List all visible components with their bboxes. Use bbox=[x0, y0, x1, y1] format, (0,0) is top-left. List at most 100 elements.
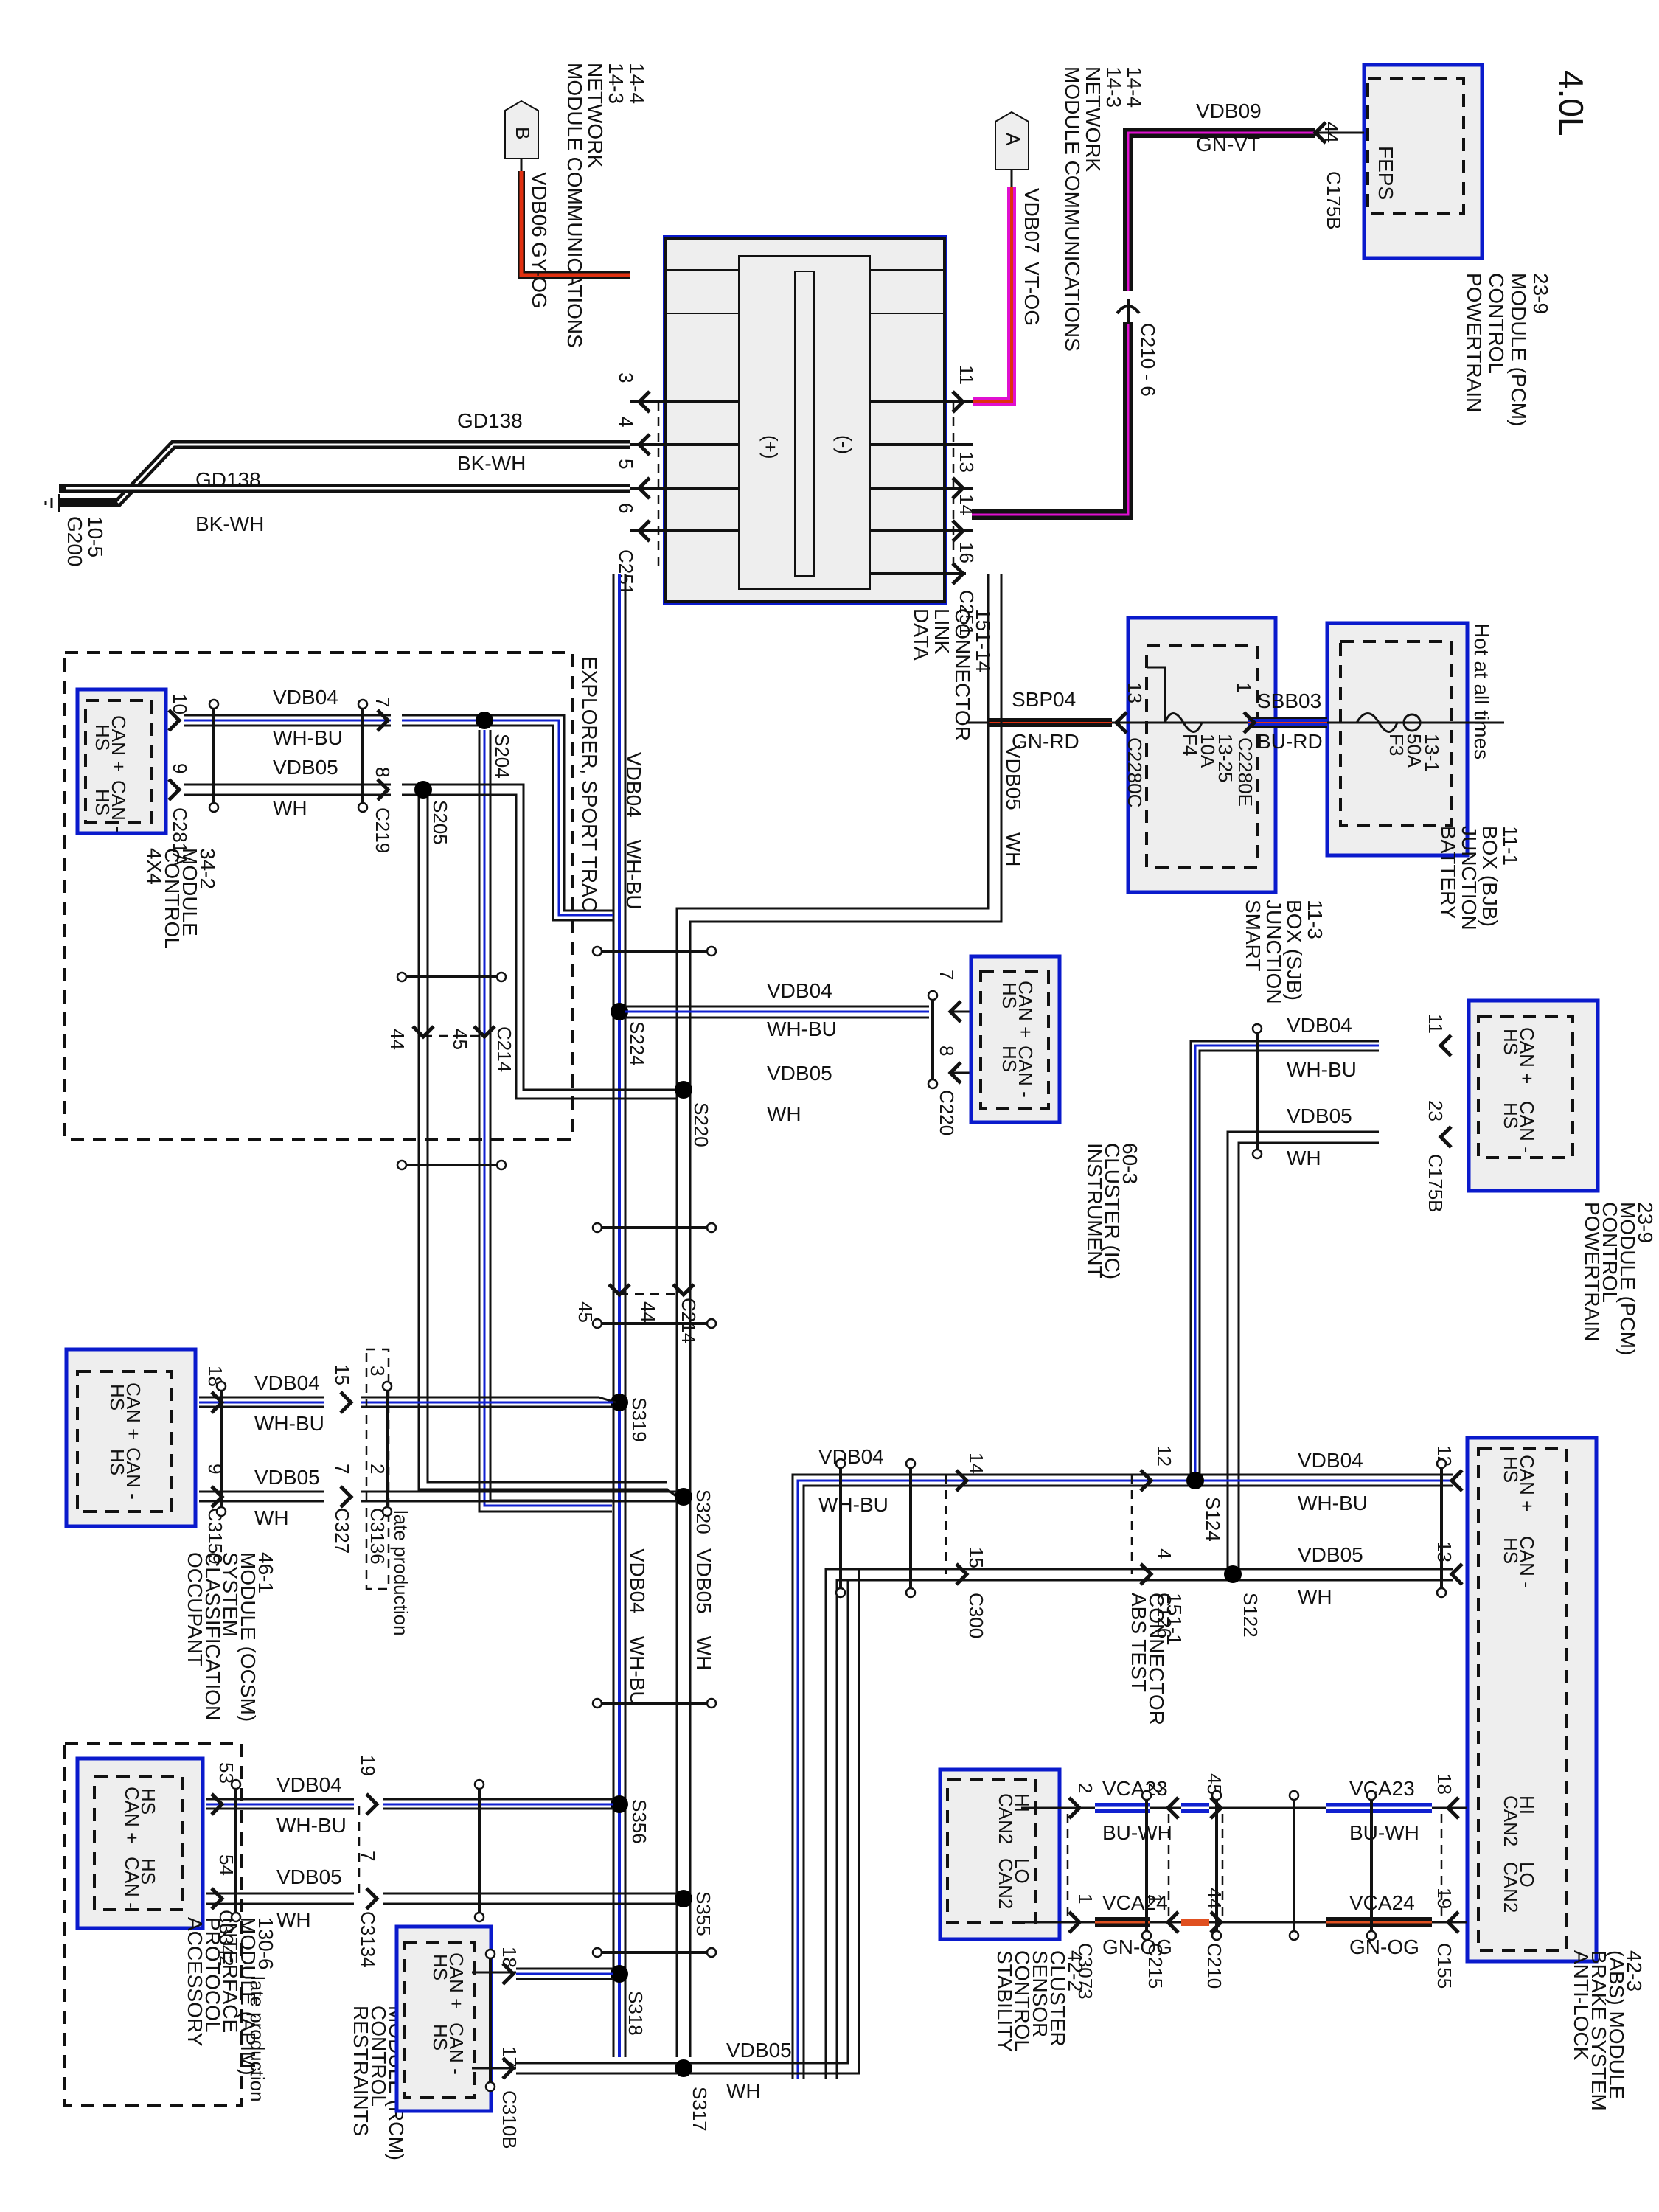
s220-label: S220 bbox=[690, 1102, 712, 1147]
svg-text:HS: HS bbox=[1500, 1456, 1522, 1483]
abs-vdb04-circuit: VDB04 bbox=[1298, 1449, 1363, 1472]
twist-end bbox=[927, 1078, 939, 1090]
svg-text:CONTROL: CONTROL bbox=[367, 2006, 390, 2107]
svg-text:11-3: 11-3 bbox=[1304, 900, 1326, 939]
pin-4-c126: 4 bbox=[1153, 1548, 1175, 1559]
sbp04-circuit: SBP04 bbox=[1012, 688, 1076, 711]
apim-vdb05-color: WH bbox=[276, 1908, 311, 1931]
connector-chevron-icon bbox=[501, 1962, 516, 1986]
wire-vdb07[interactable] bbox=[973, 187, 1016, 406]
wire-ic-vdb04[interactable] bbox=[625, 1005, 981, 1074]
svg-text:LO: LO bbox=[1011, 1858, 1033, 1884]
gd138-circuit-2: GD138 bbox=[195, 468, 261, 491]
svg-text:MODULE (PCM): MODULE (PCM) bbox=[1616, 1202, 1639, 1355]
connector-chevron-icon bbox=[339, 1485, 354, 1509]
s124-label: S124 bbox=[1202, 1497, 1224, 1542]
sjb-module[interactable]: F4 10A 13-25 bbox=[1110, 616, 1312, 894]
abs-test-caption: ABS TEST CONNECTOR 151-1 bbox=[1127, 1593, 1186, 1725]
trunk-vdb05-label: VDB05WH bbox=[1002, 745, 1025, 866]
c210-connector-icon bbox=[1116, 299, 1141, 324]
pin-13-abs: 13 bbox=[1433, 1541, 1455, 1562]
svg-text:ANTI-LOCK: ANTI-LOCK bbox=[1570, 1950, 1593, 2061]
wire-pcm-vdb04[interactable] bbox=[1189, 1040, 1379, 1482]
wire-vdb09[interactable] bbox=[972, 128, 1364, 520]
twist-end bbox=[1436, 1458, 1447, 1470]
bjb-module[interactable]: F3 50A 13-1 bbox=[1312, 621, 1504, 858]
ic-vdb04-color: WH-BU bbox=[767, 1018, 837, 1040]
ocsm-vdb05-circuit: VDB05 bbox=[254, 1466, 320, 1489]
svg-text:RESTRAINTS: RESTRAINTS bbox=[349, 2006, 372, 2136]
svg-text:INSTRUMENT: INSTRUMENT bbox=[1083, 1143, 1106, 1279]
svg-text:HS: HS bbox=[106, 1384, 128, 1411]
s319-label: S319 bbox=[628, 1397, 650, 1442]
s320-label: S320 bbox=[692, 1489, 714, 1534]
network-ref-a[interactable]: A bbox=[995, 111, 1029, 187]
connector-chevron-icon bbox=[636, 390, 651, 414]
wire-apim-vdb05[interactable] bbox=[206, 1892, 677, 1905]
network-ref-b[interactable]: B bbox=[504, 100, 539, 171]
pin-14-c300: 14 bbox=[965, 1453, 987, 1474]
connector-chevron-icon bbox=[951, 519, 966, 543]
pcm-can-module[interactable]: HS CAN + HS CAN - bbox=[1467, 998, 1600, 1193]
twist-end bbox=[905, 1458, 917, 1470]
abs-module[interactable]: HS CAN + HS CAN - CAN2 HI CAN2 LO bbox=[1465, 1436, 1599, 1964]
data-link-connector[interactable]: (+) (-) bbox=[630, 235, 973, 605]
rcm-module[interactable]: HS CAN + HS CAN - bbox=[394, 1924, 493, 2113]
twist-end bbox=[396, 1159, 408, 1171]
c3073-label: C3073 bbox=[1074, 1943, 1096, 2000]
splice-s204 bbox=[476, 712, 493, 729]
4x4-vdb05-circuit: VDB05 bbox=[273, 756, 338, 779]
svg-text:HS: HS bbox=[137, 1858, 159, 1885]
ic-module[interactable]: HS CAN + HS CAN - bbox=[969, 954, 1062, 1124]
wire-rcm-vdb05[interactable] bbox=[472, 1569, 860, 2075]
apim-module[interactable]: HS CAN + HS CAN - bbox=[75, 1756, 205, 1930]
wire-rcm-vdb04[interactable] bbox=[472, 1967, 613, 1980]
vca24-color-right: GN-OG bbox=[1349, 1935, 1419, 1958]
connector-chevron-icon bbox=[501, 2056, 516, 2080]
twist-end bbox=[835, 1458, 846, 1470]
wire-4x4-vdb04[interactable] bbox=[184, 714, 613, 1513]
vdb07-label: VDB07 bbox=[1020, 188, 1043, 254]
connector-chevron-icon bbox=[376, 778, 391, 801]
trunk-vdb05[interactable] bbox=[675, 574, 1003, 2057]
svg-text:130-6: 130-6 bbox=[254, 1917, 277, 1970]
pin-54: 54 bbox=[215, 1854, 237, 1876]
twist-end bbox=[706, 945, 717, 957]
svg-text:CAN -: CAN - bbox=[1516, 1536, 1538, 1588]
svg-text:HS: HS bbox=[91, 789, 114, 815]
pcm-feps-module[interactable]: FEPS bbox=[1362, 63, 1484, 260]
svg-text:ABS TEST: ABS TEST bbox=[1127, 1593, 1150, 1692]
wire-pcm-vdb05[interactable] bbox=[1226, 1130, 1379, 1571]
wire-apim-vdb04[interactable] bbox=[206, 1798, 613, 1810]
vca24-circuit-left: VCA24 bbox=[1102, 1891, 1168, 1914]
c219-label: C219 bbox=[372, 807, 394, 853]
wire-ocsm-vdb04[interactable] bbox=[199, 1396, 616, 1408]
abs-vdb05-circuit: VDB05 bbox=[1298, 1543, 1363, 1566]
wire-abs-vdb05[interactable] bbox=[824, 1568, 1453, 2079]
ic-vdb05-circuit: VDB05 bbox=[767, 1062, 832, 1085]
four-by-four-module[interactable]: HS CAN + HS CAN - bbox=[75, 687, 168, 835]
wire-vdb06[interactable] bbox=[518, 171, 630, 279]
ocsm-vdb04-circuit: VDB04 bbox=[254, 1371, 320, 1394]
feps-label: FEPS bbox=[1374, 146, 1397, 200]
svg-text:SENSOR: SENSOR bbox=[1029, 1950, 1051, 2037]
svg-text:INTERFACE: INTERFACE bbox=[219, 1917, 242, 2033]
scsc-module[interactable]: CAN2 HI CAN2 LO bbox=[938, 1767, 1062, 1941]
splice-s317 bbox=[675, 2059, 692, 2077]
svg-text:CAN2: CAN2 bbox=[1500, 1862, 1522, 1913]
pcm-vdb05-color: WH bbox=[1287, 1147, 1321, 1169]
svg-text:POWERTRAIN: POWERTRAIN bbox=[1463, 273, 1486, 412]
ocsm-module[interactable]: HS CAN + HS CAN - bbox=[64, 1347, 198, 1528]
dlc-caption: DATA LINK CONNECTOR 151-14 bbox=[910, 608, 995, 741]
twist-end bbox=[591, 1222, 603, 1234]
twist-end bbox=[473, 1778, 485, 1790]
connector-chevron-icon bbox=[376, 709, 391, 732]
rcm-vdb05-color: WH bbox=[726, 2079, 761, 2102]
splice-s220 bbox=[675, 1081, 692, 1099]
wire-4x4-vdb05[interactable] bbox=[184, 783, 678, 1498]
wire-gd138[interactable] bbox=[59, 440, 630, 507]
svg-text:BATTERY: BATTERY bbox=[1437, 826, 1460, 919]
wire-abs-vdb04[interactable] bbox=[791, 1473, 1453, 2079]
splice-s224 bbox=[611, 1003, 628, 1020]
